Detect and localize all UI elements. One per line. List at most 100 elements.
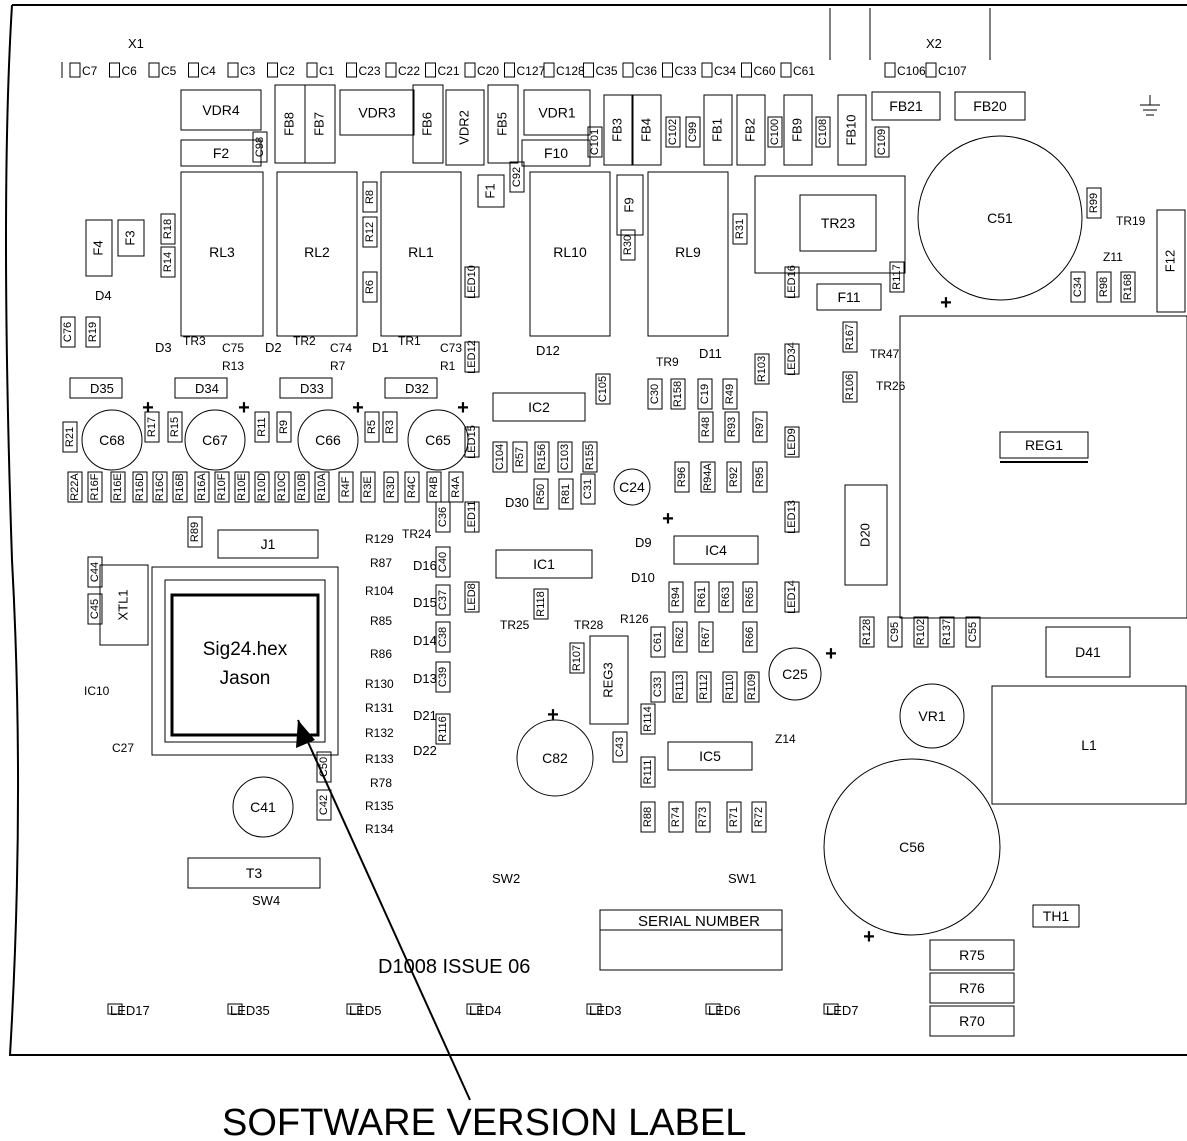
label-r134: R134 (365, 822, 394, 836)
part-led9: LED9 (784, 426, 800, 458)
component-ic2: IC2 (492, 392, 586, 422)
part-r10e: R10E (234, 471, 250, 503)
capacitor-c25: C25 (768, 647, 822, 701)
part-r30: R30 (620, 229, 636, 261)
label-r129: R129 (365, 532, 394, 546)
part-r167: R167 (842, 321, 858, 353)
part-r107: R107 (569, 642, 585, 674)
callout-arrow (296, 719, 471, 1101)
svg-text:C30: C30 (649, 384, 661, 404)
svg-text:RL3: RL3 (209, 244, 235, 260)
svg-text:D34: D34 (195, 381, 219, 396)
svg-text:LED8: LED8 (466, 583, 478, 611)
part-c39: C39 (435, 661, 451, 693)
svg-text:R118: R118 (535, 591, 547, 616)
diode-d32: D32 (384, 377, 438, 399)
led-led17: LED17 (107, 1003, 150, 1018)
svg-text:C24: C24 (619, 479, 645, 495)
part-r10c: R10C (274, 471, 290, 503)
svg-text:RL10: RL10 (553, 244, 587, 260)
svg-text:LED11: LED11 (466, 501, 478, 534)
part-r99: R99 (1086, 187, 1102, 219)
svg-text:D14: D14 (413, 633, 437, 648)
svg-text:C56: C56 (899, 839, 925, 855)
component-th1: TH1 (1032, 904, 1080, 928)
svg-text:LED35: LED35 (230, 1003, 270, 1018)
polarity-mark: + (238, 397, 250, 419)
label-r87: R87 (370, 556, 392, 570)
part-r48: R48 (698, 411, 714, 443)
svg-text:T3: T3 (246, 865, 263, 881)
svg-text:C41: C41 (250, 799, 276, 815)
component-ic5: IC5 (667, 741, 753, 771)
component-fb5: FB5 (487, 84, 519, 164)
component-fb21: FB21 (871, 91, 941, 121)
component-rl3: RL3 (180, 171, 264, 337)
svg-text:C102: C102 (667, 119, 679, 145)
component-fb3: FB3 (603, 94, 633, 166)
part-c99: C99 (685, 116, 701, 148)
svg-text:FB10: FB10 (843, 114, 858, 145)
svg-text:R8: R8 (364, 190, 376, 204)
svg-text:C31: C31 (582, 479, 594, 499)
svg-text:RL1: RL1 (408, 244, 434, 260)
svg-text:R19: R19 (87, 322, 99, 342)
svg-text:LED5: LED5 (349, 1003, 382, 1018)
svg-text:R114: R114 (642, 706, 654, 731)
part-r71: R71 (726, 801, 742, 833)
svg-text:R93: R93 (726, 417, 738, 437)
svg-text:C73: C73 (440, 341, 462, 355)
svg-text:D35: D35 (90, 381, 114, 396)
part-led13: LED13 (784, 500, 800, 534)
component-ic4: IC4 (673, 535, 759, 565)
part-c76: C76 (60, 316, 76, 348)
svg-text:R135: R135 (365, 799, 394, 813)
component-f3: F3 (117, 219, 145, 257)
part-c19: C19 (697, 378, 713, 410)
led-led7: LED7 (823, 1003, 859, 1018)
capacitor-c41: C41 (232, 776, 294, 838)
svg-text:REG1: REG1 (1025, 437, 1063, 453)
component-fb2: FB2 (736, 94, 766, 166)
svg-text:R30: R30 (622, 235, 634, 255)
svg-text:C35: C35 (596, 64, 618, 78)
ic-label-line1: Sig24.hex (203, 639, 288, 660)
label-tr25: TR25 (500, 618, 530, 632)
svg-text:R134: R134 (365, 822, 394, 836)
part-r4c: R4C (404, 471, 420, 503)
svg-text:F11: F11 (837, 289, 860, 305)
diode-d30: D30 (505, 495, 529, 510)
svg-text:R109: R109 (746, 674, 758, 700)
part-r116: R116 (435, 713, 451, 745)
svg-text:LED4: LED4 (469, 1003, 502, 1018)
led-led35: LED35 (227, 1003, 270, 1018)
svg-text:TR25: TR25 (500, 618, 530, 632)
part-r16a: R16A (194, 471, 210, 503)
svg-text:F9: F9 (621, 197, 636, 212)
diode-d4: D4 (95, 288, 112, 303)
part-r96: R96 (674, 461, 690, 493)
svg-text:C6: C6 (122, 64, 138, 78)
svg-text:R74: R74 (670, 807, 682, 827)
part-r114: R114 (640, 703, 656, 735)
part-r15: R15 (167, 411, 183, 443)
main-ic-package: Sig24.hex Jason (151, 566, 339, 756)
label-tr3: TR3 (183, 334, 206, 348)
component-f12: F12 (1156, 209, 1186, 313)
part-led12: LED12 (464, 340, 480, 374)
svg-text:D12: D12 (536, 343, 560, 358)
part-r73: R73 (695, 801, 711, 833)
svg-text:LED6: LED6 (708, 1003, 741, 1018)
component-tr23: TR23 (799, 194, 877, 252)
capacitor-c127: C127 (504, 62, 546, 78)
led-led3: LED3 (586, 1003, 622, 1018)
svg-text:C4: C4 (201, 64, 217, 78)
svg-text:R73: R73 (697, 807, 709, 827)
diode-d14: D14 (413, 633, 437, 648)
svg-text:R63: R63 (720, 587, 732, 607)
label-r7: R7 (330, 359, 346, 373)
part-r128: R128 (859, 616, 875, 648)
callout-text: SOFTWARE VERSION LABEL (222, 1102, 746, 1141)
part-r10f: R10F (214, 471, 230, 503)
